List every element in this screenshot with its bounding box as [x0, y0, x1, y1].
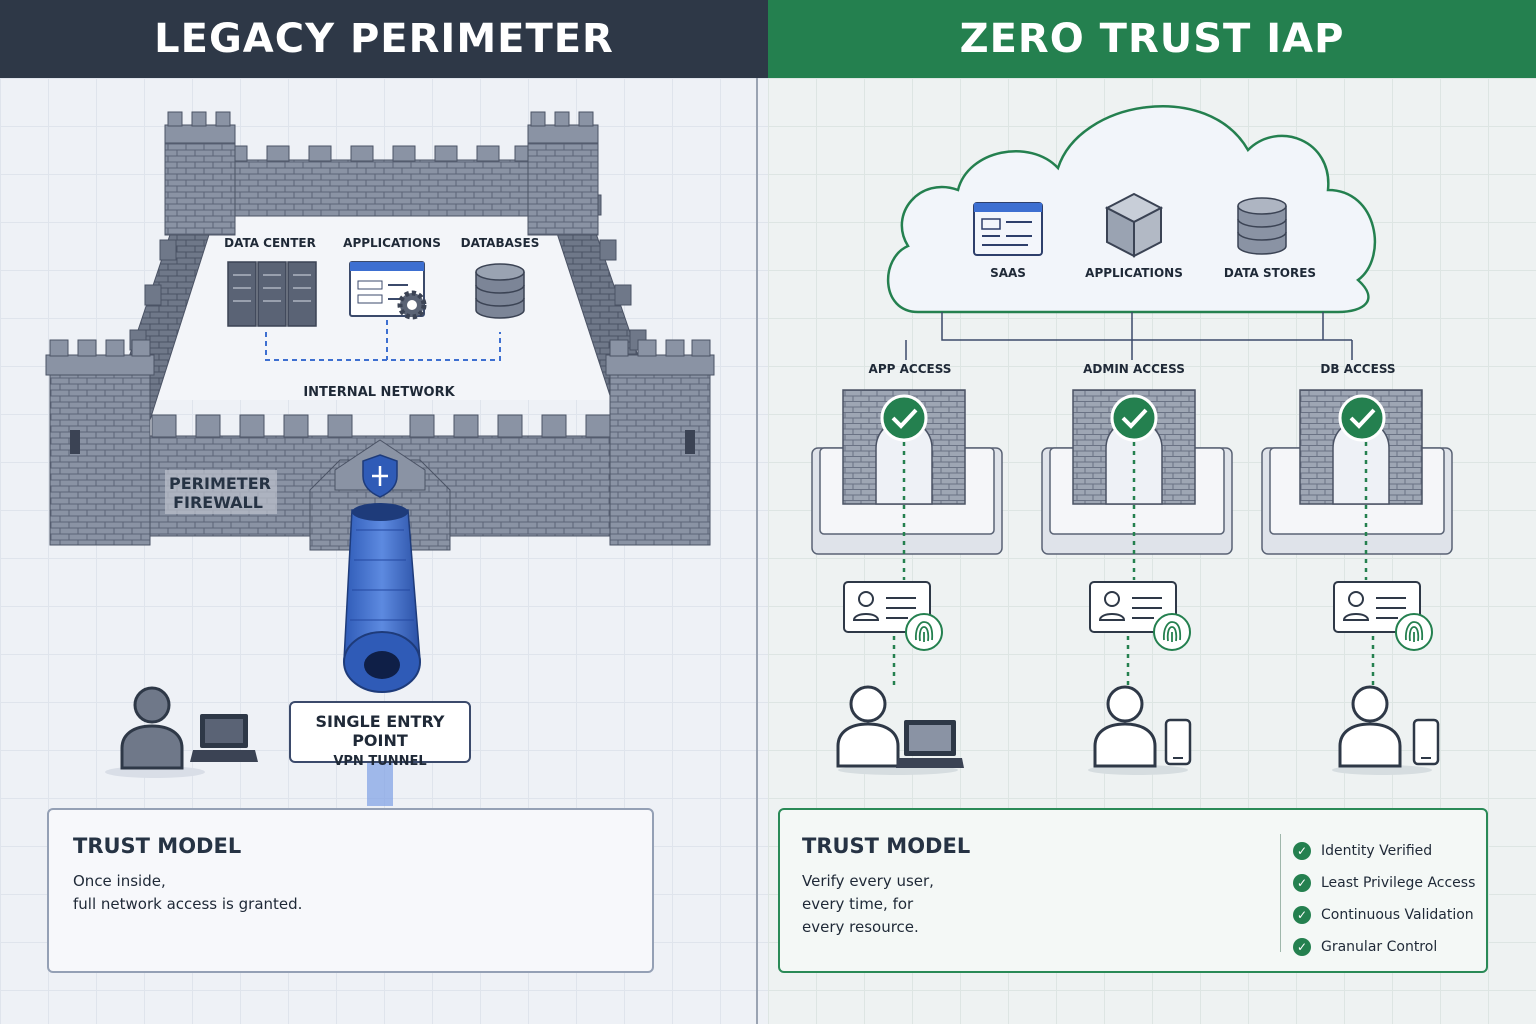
trust-model-title: TRUST MODEL — [73, 834, 242, 858]
check-label: Least Privilege Access — [1321, 875, 1476, 891]
tower-front-right — [605, 339, 715, 546]
check-label: Identity Verified — [1321, 843, 1433, 859]
gate-label-admin-access: ADMIN ACCESS — [1083, 362, 1185, 376]
id-card-icon — [843, 581, 931, 633]
verification-checklist: ✓ Identity Verified ✓ Least Privilege Acce… — [1293, 835, 1475, 963]
data-center-label: DATA CENTER — [224, 236, 316, 250]
checkmark-icon: ✓ — [1293, 938, 1311, 956]
laptop-icon — [190, 714, 258, 762]
check-label: Continuous Validation — [1321, 907, 1474, 923]
tower-front-left — [45, 339, 155, 546]
checkmark-icon: ✓ — [1293, 906, 1311, 924]
gate-label-db-access: DB ACCESS — [1320, 362, 1396, 376]
user-icon — [836, 685, 958, 775]
tower-back-left — [164, 111, 236, 236]
id-card-icon — [1089, 581, 1177, 633]
check-item: ✓ Granular Control — [1293, 931, 1475, 963]
data-stores-label: DATA STORES — [1223, 266, 1317, 280]
checkmark-icon — [1338, 394, 1386, 442]
check-label: Granular Control — [1321, 939, 1438, 955]
zero-trust-header: ZERO TRUST IAP — [768, 0, 1536, 78]
checkmark-icon — [1110, 394, 1158, 442]
checks-separator — [1280, 834, 1281, 952]
gate-label-app-access: APP ACCESS — [868, 362, 952, 376]
back-wall — [219, 145, 541, 217]
shield-icon — [362, 454, 398, 498]
zero-trust-model-box: TRUST MODEL Verify every user, every tim… — [778, 808, 1488, 973]
user-icon — [1088, 685, 1188, 775]
trust-model-line2: every time, for — [802, 895, 914, 913]
database-icon — [475, 263, 525, 319]
databases-label: DATABASES — [460, 236, 540, 250]
checkmark-icon: ✓ — [1293, 842, 1311, 860]
internal-network-links — [265, 320, 501, 361]
trust-model-line3: every resource. — [802, 918, 919, 936]
panel-divider — [756, 78, 758, 1024]
check-item: ✓ Continuous Validation — [1293, 899, 1475, 931]
fingerprint-icon — [905, 613, 943, 651]
zero-trust-panel: ZERO TRUST IAP — [768, 0, 1536, 1024]
user-icon — [1332, 685, 1432, 775]
id-card-icon — [1333, 581, 1421, 633]
user-icon — [105, 686, 205, 778]
internal-network-label: INTERNAL NETWORK — [303, 385, 455, 400]
fingerprint-icon — [1395, 613, 1433, 651]
cube-icon — [1104, 192, 1164, 258]
database-icon — [1237, 197, 1287, 255]
single-entry-point-callout: SINGLE ENTRY POINT VPN TUNNEL — [289, 701, 471, 769]
cloud-connectors — [905, 312, 1353, 360]
firewall-label-line2: FIREWALL — [173, 493, 263, 512]
saas-label: SAAS — [990, 266, 1026, 280]
legacy-perimeter-panel: LEGACY PERIMETER — [0, 0, 768, 1024]
firewall-label-line1: PERIMETER — [169, 474, 271, 493]
checkmark-icon — [880, 394, 928, 442]
checkmark-icon: ✓ — [1293, 874, 1311, 892]
tower-back-right — [527, 111, 599, 236]
laptop-icon — [896, 720, 964, 768]
gear-icon — [397, 290, 427, 320]
legacy-header: LEGACY PERIMETER — [0, 0, 768, 78]
server-icon — [227, 261, 317, 327]
trust-model-line1: Verify every user, — [802, 872, 934, 890]
legacy-trust-model-box: TRUST MODEL Once inside, full network ac… — [47, 808, 654, 973]
trust-model-title: TRUST MODEL — [802, 834, 971, 858]
saas-window-icon — [973, 202, 1043, 256]
vpn-tunnel — [343, 503, 421, 806]
trust-model-line1: Once inside, — [73, 872, 166, 890]
check-item: ✓ Identity Verified — [1293, 835, 1475, 867]
trust-model-line2: full network access is granted. — [73, 895, 303, 913]
gate-admin-access — [1041, 389, 1233, 555]
entry-point-title: SINGLE ENTRY POINT — [315, 712, 445, 750]
fingerprint-icon — [1153, 613, 1191, 651]
phone-icon — [1164, 718, 1192, 766]
phone-icon — [1412, 718, 1440, 766]
gate-app-access — [811, 389, 1003, 555]
castle-illustration — [45, 111, 715, 940]
check-item: ✓ Least Privilege Access — [1293, 867, 1475, 899]
cloud-applications-label: APPLICATIONS — [1085, 266, 1183, 280]
vpn-tunnel-label: VPN TUNNEL — [333, 754, 427, 769]
applications-label: APPLICATIONS — [343, 236, 441, 250]
